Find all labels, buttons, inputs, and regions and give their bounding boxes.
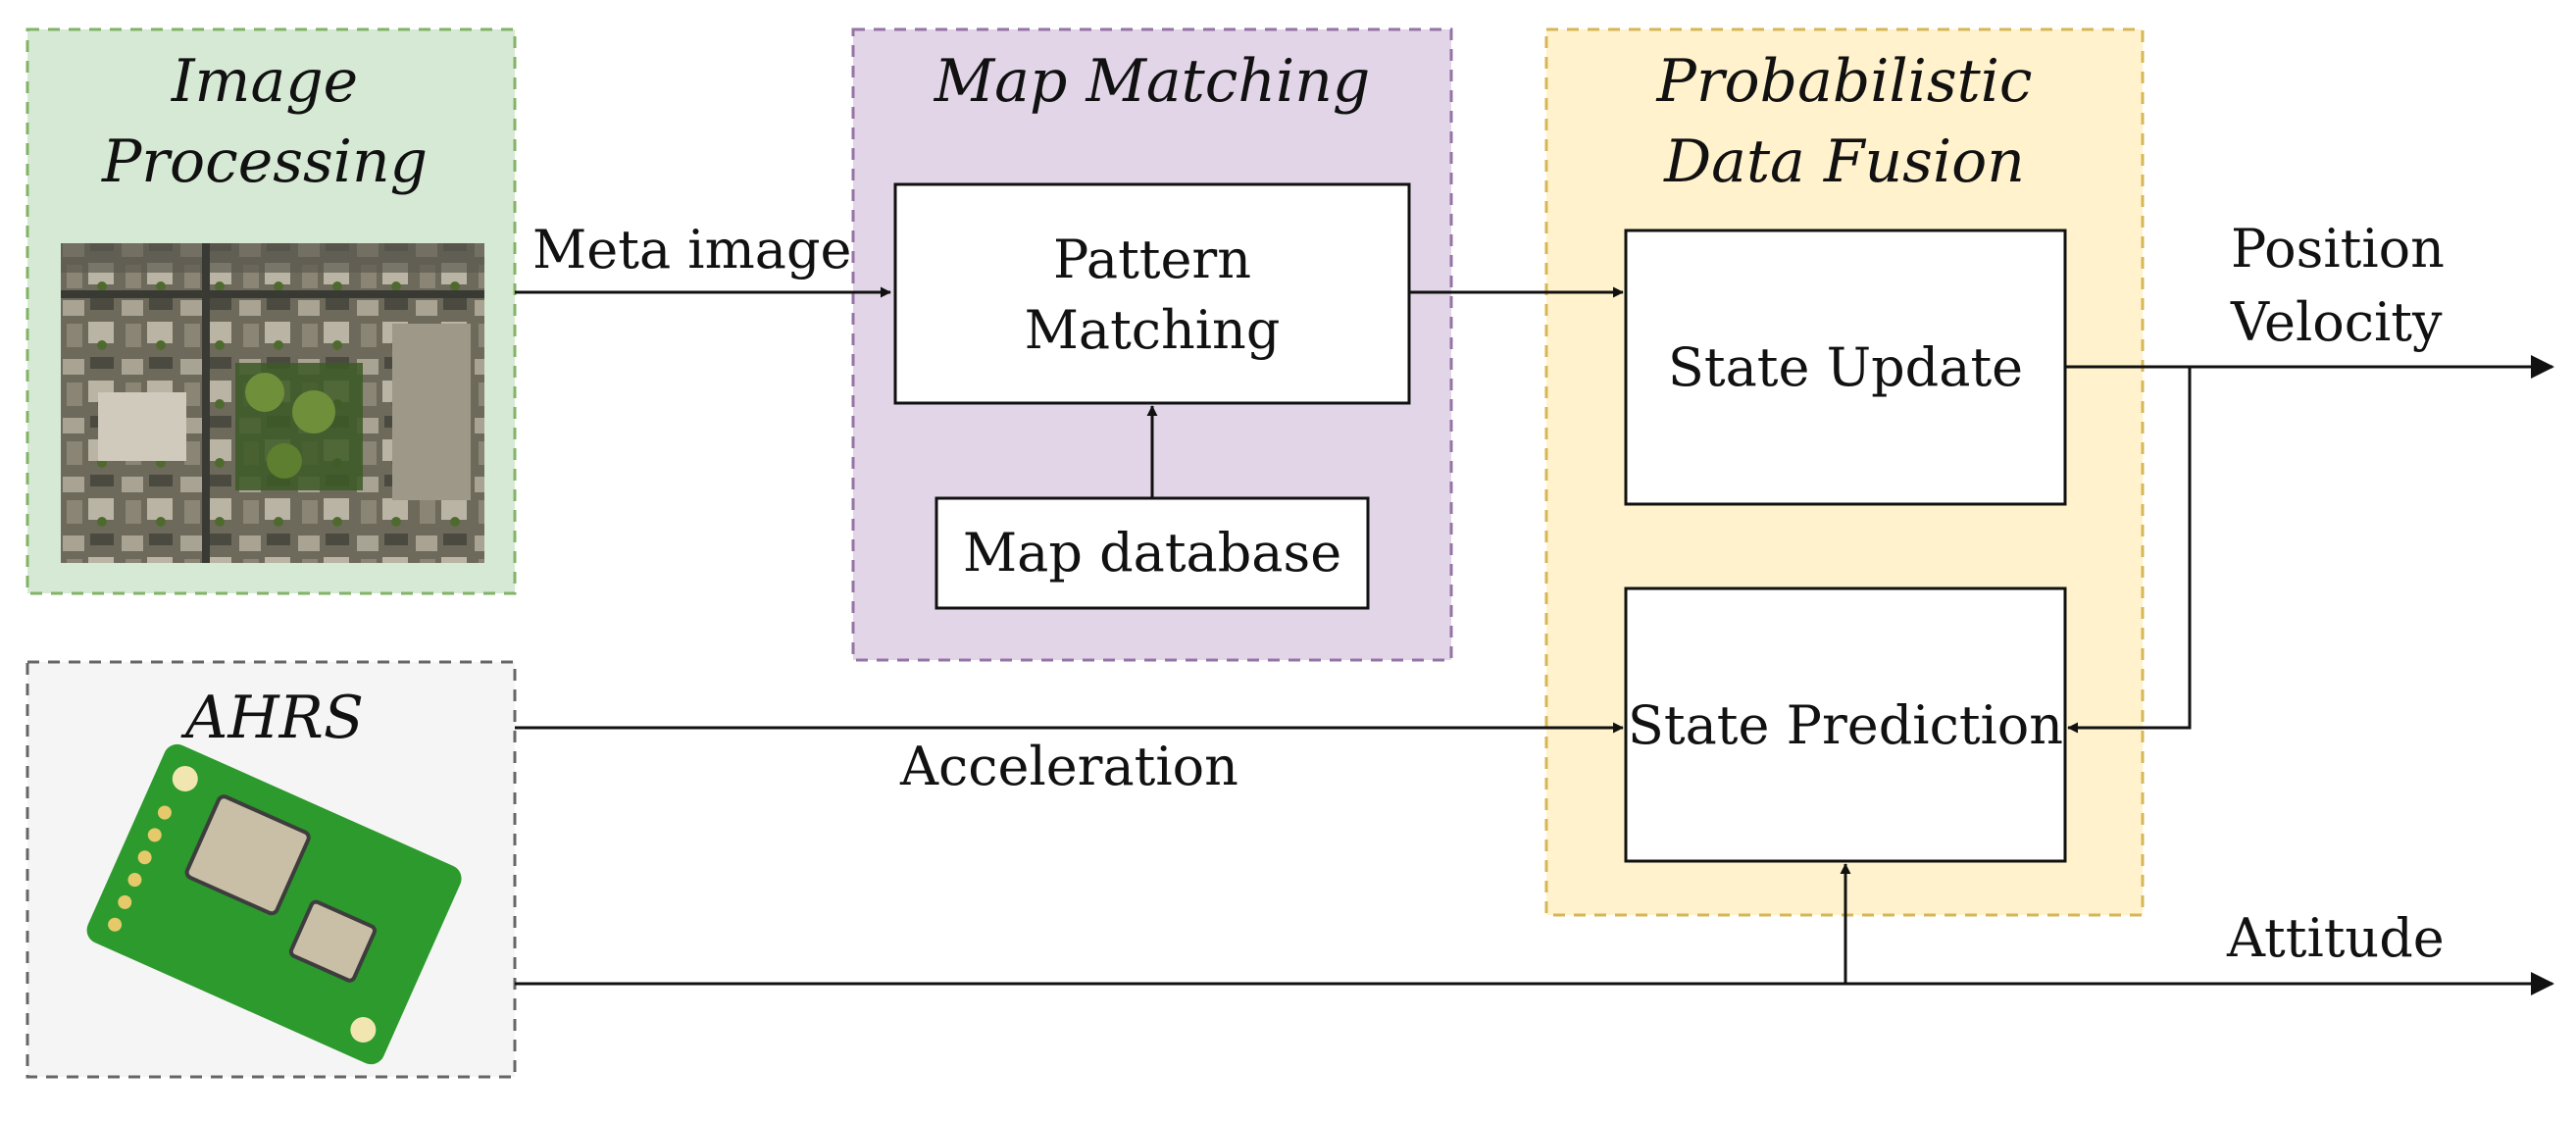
- data-fusion-title-line1: Probabilistic: [1655, 47, 2032, 116]
- velocity-label: Velocity: [2230, 291, 2443, 353]
- state-prediction-label: State Prediction: [1628, 694, 2063, 756]
- aerial-city-photo: [61, 243, 484, 563]
- map-database-block: [934, 496, 1370, 610]
- map-matching-group: Map Matching Pattern Matching Map databa…: [851, 27, 1453, 662]
- position-label: Position: [2231, 218, 2445, 280]
- map-matching-title: Map Matching: [934, 47, 1371, 116]
- pattern-matching-label-line2: Matching: [1025, 299, 1281, 361]
- acceleration-label: Acceleration: [899, 736, 1238, 797]
- image-processing-title-line2: Processing: [101, 127, 428, 196]
- state-update-block: [1624, 229, 2067, 506]
- state-update-label: State Update: [1668, 336, 2023, 398]
- pattern-matching-label-line1: Pattern: [1053, 229, 1251, 290]
- ahrs-title: AHRS: [180, 684, 364, 752]
- data-fusion-group: Probabilistic Data Fusion State Update S…: [1544, 27, 2145, 917]
- state-prediction-block: [1624, 586, 2067, 863]
- image-processing-group: Image Processing: [25, 27, 517, 595]
- data-fusion-title-line2: Data Fusion: [1663, 127, 2025, 196]
- meta-image-label: Meta image: [532, 219, 852, 280]
- imu-sensor-board-photo: [86, 743, 462, 1065]
- attitude-label: Attitude: [2226, 907, 2445, 969]
- ahrs-group: AHRS: [25, 660, 517, 1079]
- map-database-label: Map database: [963, 522, 1341, 584]
- image-processing-title-line1: Image: [171, 47, 358, 116]
- feedback-to-prediction-arrow: [2067, 367, 2192, 734]
- pattern-matching-block: [893, 182, 1411, 405]
